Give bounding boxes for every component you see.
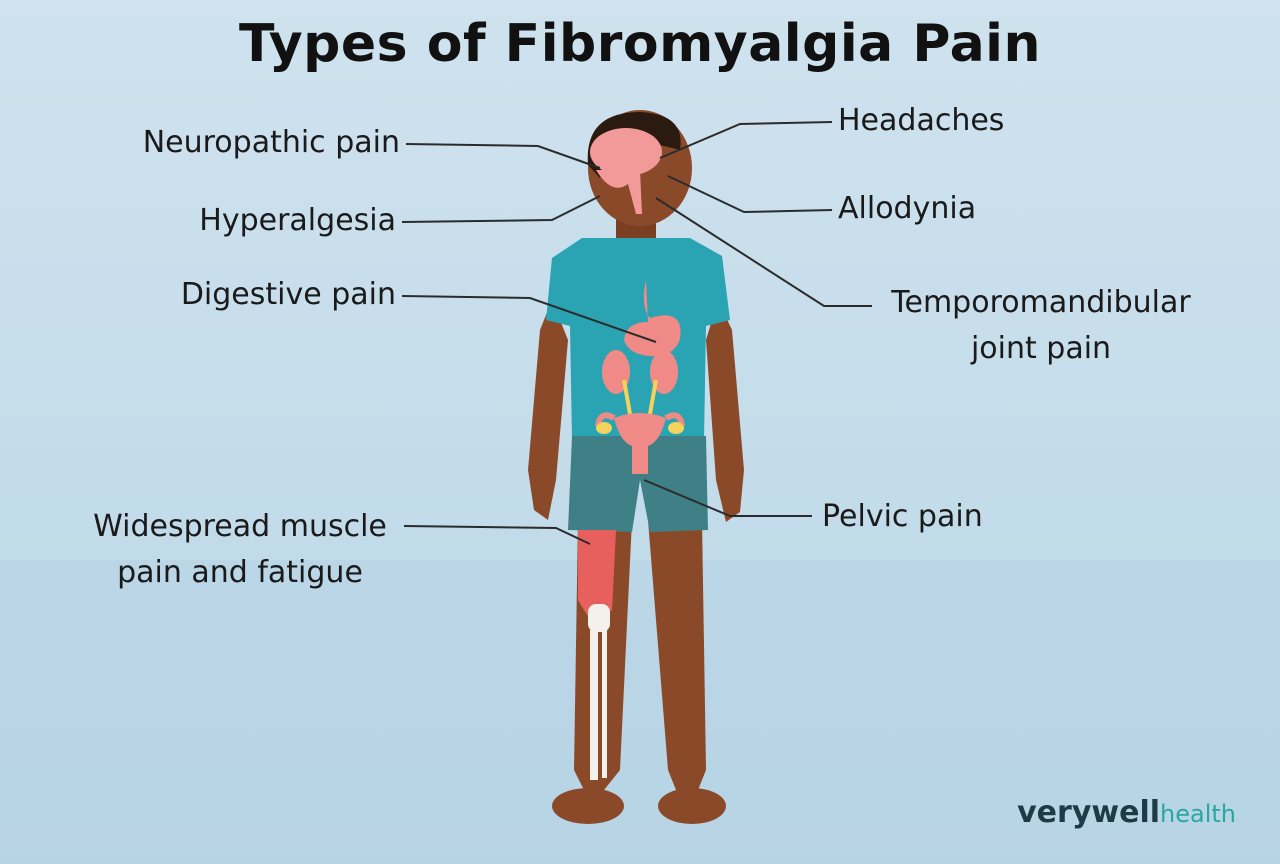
brand-logo-part2: health [1160, 800, 1236, 828]
left-ureter [622, 379, 632, 415]
label-widespread-muscle-pain: Widespread muscle pain and fatigue [84, 504, 396, 596]
fibula-bone [602, 630, 607, 778]
brand-logo-part1: verywell [1017, 795, 1161, 830]
uterus [614, 413, 666, 474]
right-ovary [668, 422, 684, 434]
right-foot [658, 788, 726, 824]
label-tmj-line-1: Temporomandibular [891, 285, 1191, 320]
brand-logo: verywellhealth [1017, 795, 1236, 830]
label-pelvic-pain: Pelvic pain [822, 499, 983, 534]
shorts [568, 436, 708, 532]
left-fallopian-tube [595, 412, 616, 427]
leader-lines [401, 121, 872, 545]
tibia-bone [590, 630, 598, 780]
label-allodynia: Allodynia [838, 191, 977, 226]
label-widespread-line-2: pain and fatigue [117, 555, 363, 590]
background-texture-band [0, 560, 1280, 864]
hair [587, 112, 681, 178]
leader-hyperalgesia [401, 195, 601, 223]
left-foot [552, 788, 624, 824]
label-digestive-pain: Digestive pain [180, 277, 396, 312]
right-arm [706, 300, 744, 522]
label-neuropathic-pain: Neuropathic pain [142, 125, 400, 160]
leader-digestive [401, 295, 657, 343]
brain-stem [596, 170, 642, 214]
label-headaches: Headaches [838, 103, 1005, 138]
label-tmj-line-2: joint pain [970, 331, 1112, 366]
thigh-muscle [578, 530, 616, 620]
label-temporomandibular-joint-pain: Temporomandibular joint pain [876, 280, 1206, 372]
stomach [624, 280, 681, 357]
leader-pelvic [643, 479, 812, 517]
leader-widespread [403, 525, 591, 545]
diagram-title: Types of Fibromyalgia Pain [238, 14, 1041, 74]
right-ureter [648, 379, 658, 415]
leader-allodynia [667, 175, 833, 214]
leader-tmj [655, 197, 872, 307]
left-arm [528, 300, 568, 520]
left-ovary [596, 422, 612, 434]
knee-bone [588, 604, 610, 632]
label-widespread-line-1: Widespread muscle [93, 509, 387, 544]
right-fallopian-tube [664, 412, 685, 427]
leader-neuropathic [405, 143, 601, 169]
right-leg [648, 520, 706, 790]
leader-headaches [659, 121, 833, 159]
label-hyperalgesia: Hyperalgesia [199, 203, 396, 238]
brain [590, 128, 662, 176]
